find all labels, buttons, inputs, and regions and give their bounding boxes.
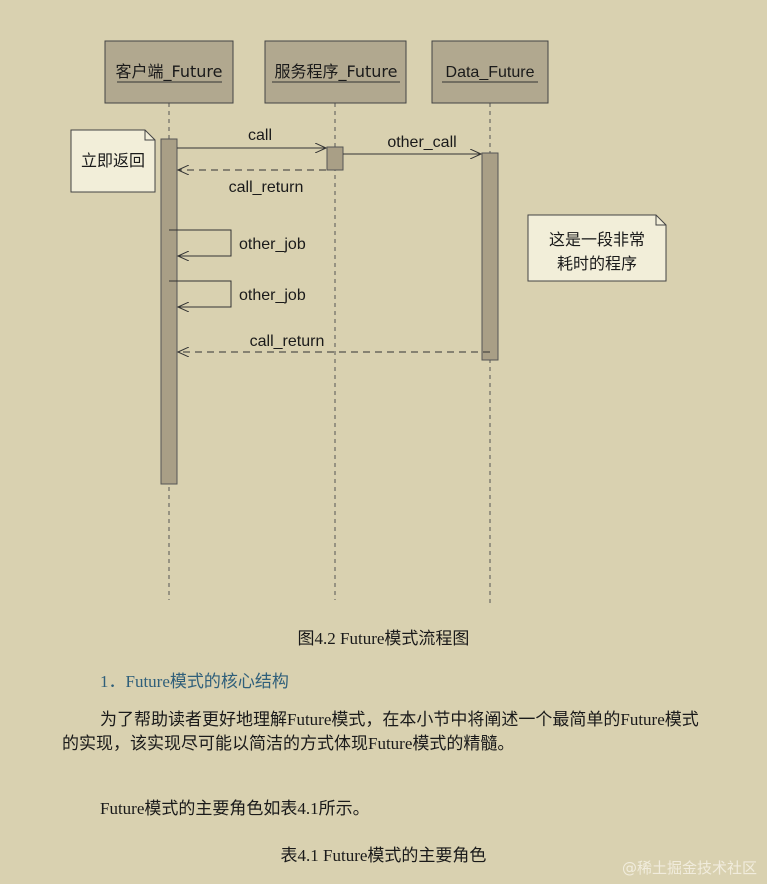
message-other-job-2-label: other_job (239, 287, 306, 304)
lifeline-box-client: 客户端_Future (104, 40, 234, 104)
table-caption: 表4.1 Future模式的主要角色 (280, 846, 487, 865)
message-call-return-2-label: call_return (250, 333, 325, 350)
lifeline-label-server: 服务程序_Future (275, 62, 398, 82)
activation-server (326, 146, 344, 171)
message-call-return-1: call_return (178, 170, 326, 196)
message-other-job-2: other_job (169, 280, 306, 307)
message-other-job-1: other_job (169, 229, 306, 256)
message-call-return-1-label: call_return (229, 179, 304, 196)
activation-client (160, 138, 178, 485)
message-call-label: call (248, 127, 272, 144)
message-call-return-2: call_return (178, 333, 490, 352)
message-other-job-1-label: other_job (239, 236, 306, 253)
message-other-call-label: other_call (387, 134, 456, 151)
note-line-1: 这是一段非常 (549, 230, 645, 249)
paragraph-roles: Future模式的主要角色如表4.1所示。 (100, 799, 370, 818)
note-immediate-return: 立即返回 (70, 129, 156, 193)
note-line-2: 耗时的程序 (557, 254, 637, 273)
section-heading: 1．Future模式的核心结构 (100, 672, 289, 691)
watermark: @稀土掘金技术社区 (621, 859, 757, 877)
note-immediate-return-text: 立即返回 (81, 151, 145, 170)
paragraph-intro: 为了帮助读者更好地理解Future模式，在本小节中将阐述一个最简单的Future… (62, 710, 699, 753)
lifeline-label-client: 客户端_Future (116, 62, 223, 82)
lifeline-box-server: 服务程序_Future (264, 40, 407, 104)
note-time-consuming: 这是一段非常 耗时的程序 (527, 214, 667, 282)
figure-caption: 图4.2 Future模式流程图 (297, 629, 470, 648)
activation-data (481, 152, 499, 361)
sequence-diagram: 客户端_Future 服务程序_Future Data_Future 立即返回 … (70, 40, 667, 605)
lifeline-label-data: Data_Future (446, 64, 535, 81)
lifeline-box-data: Data_Future (431, 40, 549, 104)
message-other-call: other_call (343, 134, 481, 154)
message-call: call (177, 127, 326, 148)
